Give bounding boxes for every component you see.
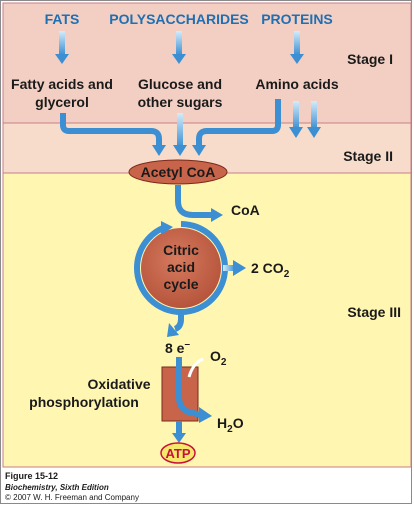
co2-text: 2 CO xyxy=(251,260,284,276)
oxygen-text: O xyxy=(210,348,221,364)
water-label: H2O xyxy=(217,415,244,435)
cycle-label-line3: cycle xyxy=(163,276,198,292)
cycle-label-line1: Citric xyxy=(163,242,199,258)
amino-acids-direct-arrow-1 xyxy=(289,101,303,138)
oxygen-input-arrow xyxy=(187,357,204,378)
acetyl-coa-label: Acetyl CoA xyxy=(141,164,216,180)
cycle-to-electrons-arrow xyxy=(173,312,184,332)
co2-subscript: 2 xyxy=(284,269,290,280)
oxphos-label-line2: phosphorylation xyxy=(29,394,139,410)
polysaccharides-label: POLYSACCHARIDES xyxy=(109,11,249,27)
cycle-label-line2: acid xyxy=(167,259,195,275)
water-subscript: 2 xyxy=(227,424,233,435)
atp-arrowhead xyxy=(172,433,186,443)
citric-acid-cycle-node xyxy=(141,228,221,308)
oxygen-subscript: 2 xyxy=(221,357,227,368)
acetyl-coa-to-cycle-arrow xyxy=(175,185,213,218)
copyright: © 2007 W. H. Freeman and Company xyxy=(5,493,139,502)
oxygen-label: O2 xyxy=(210,348,227,368)
atp-node xyxy=(160,442,196,464)
electron-transport-arrow xyxy=(176,357,202,418)
amino-acids-label: Amino acids xyxy=(255,76,338,92)
book-title: Biochemistry, Sixth Edition xyxy=(5,483,109,492)
co2-release-arrow xyxy=(223,260,246,276)
fatty-acids-label-line1: Fatty acids and xyxy=(11,76,113,92)
glucose-to-acetyl-coa-arrow xyxy=(173,113,187,156)
atp-label: ATP xyxy=(165,446,190,461)
cycle-ring-arrowhead xyxy=(161,221,173,235)
figure-number: Figure 15-12 xyxy=(5,471,59,481)
electrons-text: 8 e xyxy=(165,340,185,356)
proteins-label: PROTEINS xyxy=(261,11,333,27)
electrons-superscript: – xyxy=(184,339,190,350)
fatty-acids-to-acetyl-coa-arrow xyxy=(60,113,162,147)
amino-acids-arrowhead xyxy=(192,145,206,156)
stage-1-band xyxy=(2,2,412,124)
stage-1-label: Stage I xyxy=(347,51,393,67)
fats-arrow xyxy=(55,31,69,64)
acetyl-coa-node xyxy=(128,159,228,185)
coa-label: CoA xyxy=(231,202,260,218)
oxphos-label-line1: Oxidative xyxy=(87,376,150,392)
amino-acids-direct-arrow-2 xyxy=(307,101,321,138)
fatty-acids-arrowhead xyxy=(152,145,166,156)
co2-label: 2 CO2 xyxy=(251,260,290,280)
proteins-arrow xyxy=(290,31,304,64)
water-o: O xyxy=(233,415,244,431)
water-h: H xyxy=(217,415,227,431)
amino-acids-to-acetyl-coa-arrow xyxy=(196,99,281,147)
citric-acid-cycle-ring xyxy=(133,221,228,315)
fats-label: FATS xyxy=(45,11,80,27)
electrons-arrowhead xyxy=(167,323,179,337)
stage-2-label: Stage II xyxy=(343,148,393,164)
glucose-label-line2: other sugars xyxy=(138,94,223,110)
water-arrowhead xyxy=(199,407,212,423)
coa-arrowhead xyxy=(211,208,223,222)
stage-3-label: Stage III xyxy=(347,304,401,320)
fatty-acids-label-line2: glycerol xyxy=(35,94,89,110)
glucose-label-line1: Glucose and xyxy=(138,76,222,92)
polysaccharides-arrow xyxy=(172,31,186,64)
electrons-label: 8 e– xyxy=(165,339,190,356)
